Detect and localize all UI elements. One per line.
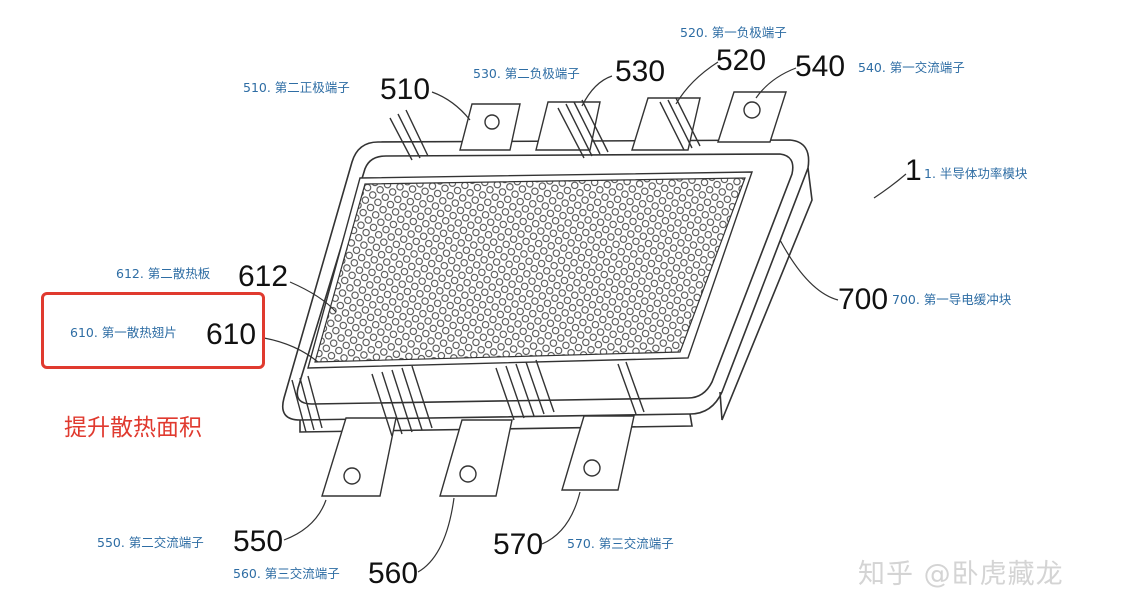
label-540: 540. 第一交流端子 — [858, 60, 965, 75]
heat-sink-fins — [315, 178, 745, 362]
label-560: 560. 第三交流端子 — [233, 566, 340, 581]
label-1: 1. 半导体功率模块 — [924, 166, 1028, 181]
number-700: 700 — [838, 283, 889, 316]
label-550: 550. 第二交流端子 — [97, 535, 204, 550]
highlight-box — [41, 292, 265, 369]
number-570: 570 — [493, 528, 544, 561]
number-610: 610 — [206, 318, 257, 351]
number-530: 530 — [615, 55, 666, 88]
label-510: 510. 第二正极端子 — [243, 80, 350, 95]
label-610: 610. 第一散热翅片 — [70, 325, 177, 340]
number-1: 1 — [905, 154, 922, 187]
number-520: 520 — [716, 44, 767, 77]
watermark: 知乎 @卧虎藏龙 — [858, 559, 1064, 590]
leader-lines — [263, 61, 907, 573]
label-570: 570. 第三交流端子 — [567, 536, 674, 551]
number-550: 550 — [233, 525, 284, 558]
top-terminals — [389, 91, 787, 161]
number-560: 560 — [368, 557, 419, 590]
annotation-text: 提升散热面积 — [64, 415, 202, 441]
label-520: 520. 第一负极端子 — [680, 25, 787, 40]
label-612: 612. 第二散热板 — [116, 266, 211, 281]
label-530: 530. 第二负极端子 — [473, 66, 580, 81]
number-540: 540 — [795, 50, 846, 83]
number-510: 510 — [380, 73, 431, 106]
label-700: 700. 第一导电缓冲块 — [892, 292, 1012, 307]
bottom-terminals — [291, 359, 645, 497]
number-612: 612 — [238, 260, 289, 293]
